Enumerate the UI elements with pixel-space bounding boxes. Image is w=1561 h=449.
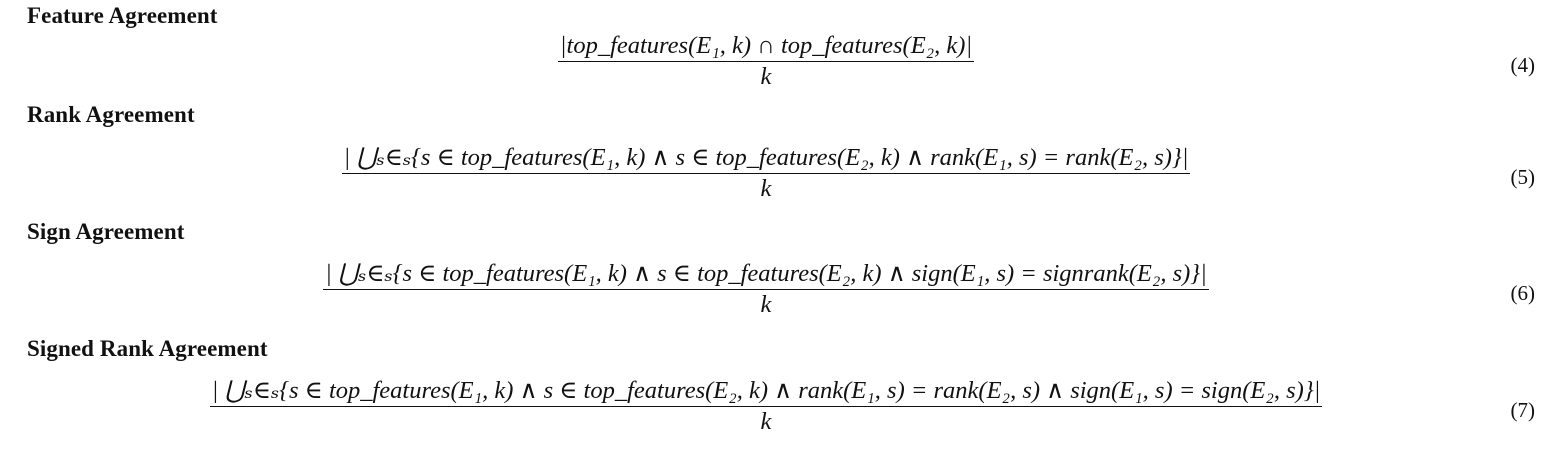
- fraction: | ⋃ₛ∈ₛ{s ∈ top_features(E₁, k) ∧ s ∈ top…: [0, 143, 1532, 204]
- section-heading-rank-agreement: Rank Agreement: [27, 102, 195, 127]
- numerator: |top_features(E₁, k) ∩ top_features(E₂, …: [557, 31, 975, 62]
- equation-number: (7): [1510, 398, 1536, 422]
- equation-number: (6): [1510, 281, 1536, 305]
- numerator: | ⋃ₛ∈ₛ{s ∈ top_features(E₁, k) ∧ s ∈ top…: [323, 259, 1209, 290]
- fraction: | ⋃ₛ∈ₛ{s ∈ top_features(E₁, k) ∧ s ∈ top…: [0, 259, 1532, 320]
- section-heading-feature-agreement: Feature Agreement: [27, 3, 218, 28]
- numerator: | ⋃ₛ∈ₛ{s ∈ top_features(E₁, k) ∧ s ∈ top…: [341, 143, 1191, 174]
- fraction: |top_features(E₁, k) ∩ top_features(E₂, …: [0, 31, 1532, 92]
- section-heading-sign-agreement: Sign Agreement: [27, 219, 185, 244]
- equation-number: (4): [1510, 53, 1536, 77]
- equation-number: (5): [1510, 165, 1536, 189]
- denominator: k: [760, 175, 772, 202]
- numerator: | ⋃ₛ∈ₛ{s ∈ top_features(E₁, k) ∧ s ∈ top…: [209, 376, 1323, 407]
- denominator: k: [760, 63, 772, 90]
- denominator: k: [760, 291, 772, 318]
- denominator: k: [760, 408, 772, 435]
- section-heading-signed-rank-agreement: Signed Rank Agreement: [27, 336, 268, 361]
- fraction: | ⋃ₛ∈ₛ{s ∈ top_features(E₁, k) ∧ s ∈ top…: [0, 376, 1532, 437]
